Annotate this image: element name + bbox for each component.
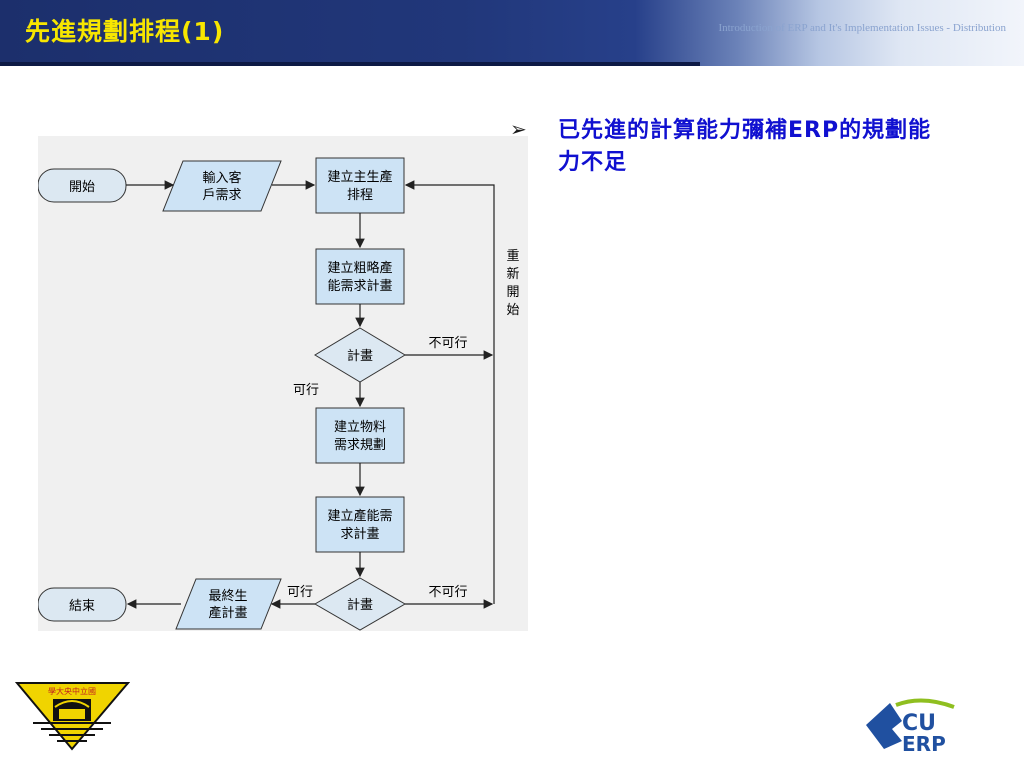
crp-label-line1: 建立產能需 (327, 508, 392, 524)
decision2-label: 計畫 (347, 597, 373, 613)
header-underline (0, 62, 700, 66)
restart-char-2: 新 (506, 266, 519, 282)
university-seal-logo: 學大央中立國 (15, 682, 130, 751)
decision1-not-feasible-label: 不可行 (428, 336, 467, 351)
flowchart-background (38, 136, 528, 631)
rccp-label-line2: 能需求計畫 (327, 278, 392, 294)
svg-text:ERP: ERP (902, 732, 946, 755)
crp-label-line2: 求計畫 (340, 526, 379, 542)
rccp-box (315, 248, 405, 305)
bullet-text: 已先進的計算能力彌補ERP的規劃能力不足 (558, 118, 932, 175)
final-plan-output (175, 578, 282, 630)
slide-title: 先進規劃排程(1) (25, 17, 225, 46)
restart-char-3: 開 (506, 285, 519, 300)
arrow-bullet-icon: ➢ (510, 117, 527, 141)
mrp-label-line1: 建立物料 (334, 420, 386, 435)
start-label: 開始 (69, 180, 95, 195)
rccp-label-line1: 建立粗略產 (327, 260, 392, 276)
flow-connectors (126, 180, 495, 609)
end-terminal (38, 587, 127, 622)
mps-label-line1: 建立主生產 (327, 169, 392, 185)
svg-text:學大央中立國: 學大央中立國 (48, 686, 96, 696)
mrp-box (315, 407, 405, 464)
decision1-feasible-label: 可行 (293, 383, 319, 398)
restart-loop-line (404, 180, 495, 604)
final-label-line1: 最終生 (208, 588, 247, 604)
restart-char-1: 重 (506, 248, 519, 264)
crp-box (315, 496, 405, 553)
customer-demand-input (162, 160, 282, 212)
end-label: 結束 (69, 599, 95, 614)
decision2-not-feasible-label: 不可行 (428, 585, 467, 600)
decision-diamond-2 (314, 577, 406, 631)
planning-flowchart: 開始 輸入客 戶需求 建立主生產 排程 建立粗略產 能需求計畫 計畫 不可行 可… (38, 136, 528, 631)
mps-box (315, 157, 405, 214)
svg-text:CU: CU (902, 711, 936, 736)
restart-char-4: 始 (506, 303, 519, 318)
decision2-feasible-label: 可行 (287, 585, 313, 600)
final-label-line2: 產計畫 (208, 605, 247, 621)
decision1-label: 計畫 (347, 348, 373, 364)
ncu-erp-logo: CU ERP (866, 698, 955, 755)
mps-label-line2: 排程 (347, 188, 373, 203)
input-label-line2: 戶需求 (202, 188, 241, 203)
slide-subtitle: Introduction of ERP and It's Implementat… (718, 22, 1006, 34)
input-label-line1: 輸入客 (202, 170, 241, 186)
mrp-label-line2: 需求規劃 (334, 438, 386, 453)
slide-header (0, 0, 1024, 66)
